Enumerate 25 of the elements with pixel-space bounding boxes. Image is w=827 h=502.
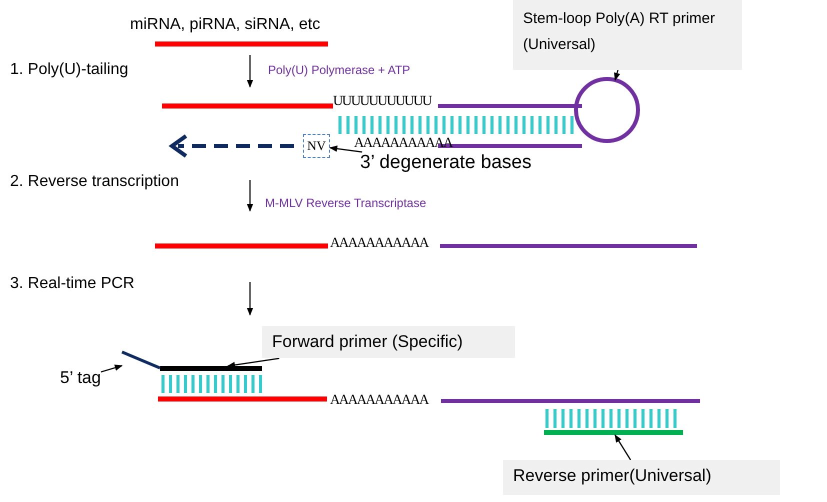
tag-strand	[121, 350, 161, 370]
primer-loop	[574, 77, 640, 143]
step-label: 2. Reverse transcription	[10, 173, 179, 191]
primer-strand	[160, 366, 262, 371]
step-label: miRNA, piRNA, siRNA, etc	[130, 16, 320, 34]
base-sequence: AAAAAAAAAAA	[330, 236, 428, 252]
callout-box: Forward primer (Specific)	[262, 326, 515, 358]
callout-box: Reverse primer(Universal)	[503, 460, 780, 495]
reagent-label: Poly(U) Polymerase + ATP	[268, 63, 410, 77]
base-sequence: AAAAAAAAAAA	[330, 393, 428, 409]
step-label: 1. Poly(U)-tailing	[10, 61, 128, 79]
leader-line	[329, 146, 362, 153]
degenerate-bases-box: NV	[303, 134, 330, 158]
callout-box: Stem-loop Poly(A) RT primer (Universal)	[513, 0, 742, 70]
leader-line	[614, 434, 632, 460]
step-label: 3. Real-time PCR	[10, 275, 134, 293]
primer-strand	[544, 430, 683, 435]
reagent-label: M-MLV Reverse Transcriptase	[265, 196, 426, 210]
leader-line	[227, 358, 280, 368]
callout-text: 5’ tag	[60, 368, 101, 388]
leader-line	[100, 364, 123, 372]
base-sequence: AAAAAAAAAAA	[354, 136, 452, 152]
callout-text: 3’ degenerate bases	[360, 152, 532, 174]
leader-line	[614, 70, 620, 81]
base-sequence: UUUUUUUUUUU	[333, 94, 432, 110]
